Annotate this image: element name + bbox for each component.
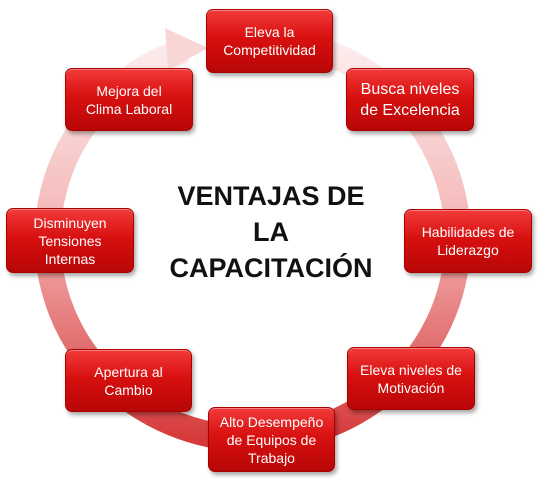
- box-line: Disminuyen: [33, 214, 107, 231]
- box-line: Habilidades de: [421, 224, 515, 240]
- box-line: Cambio: [104, 381, 153, 398]
- box-habilidades-liderazgo: Habilidades de Liderazgo: [404, 209, 532, 273]
- box-line: de Excelencia: [360, 101, 460, 119]
- box-apertura-cambio: Apertura al Cambio: [65, 349, 192, 412]
- box-line: Motivación: [377, 379, 445, 396]
- box-line: Apertura al: [94, 363, 163, 380]
- box-line: Eleva la: [244, 24, 295, 40]
- box-line: Mejora del: [96, 82, 162, 99]
- box-line: Alto Desempeño: [219, 413, 324, 430]
- box-eleva-competitividad: Eleva la Competitividad: [206, 9, 333, 73]
- box-line: Eleva niveles de: [360, 361, 462, 378]
- box-line: Busca niveles: [360, 80, 460, 98]
- box-line: Clima Laboral: [85, 100, 173, 117]
- box-busca-excelencia: Busca niveles de Excelencia: [346, 68, 474, 131]
- box-alto-desempeno: Alto Desempeño de Equipos de Trabajo: [208, 407, 335, 472]
- center-title-line-2: LA: [253, 217, 289, 247]
- box-line: Competitividad: [223, 42, 316, 58]
- box-eleva-motivacion: Eleva niveles de Motivación: [347, 347, 475, 410]
- box-line: de Equipos de: [226, 431, 317, 448]
- box-line: Trabajo: [248, 449, 295, 466]
- box-disminuyen-tensiones: Disminuyen Tensiones Internas: [6, 208, 134, 273]
- box-line: Tensiones: [38, 232, 102, 249]
- center-title-line-1: VENTAJAS DE: [177, 181, 365, 211]
- box-line: Internas: [44, 250, 96, 267]
- box-line: Liderazgo: [437, 242, 499, 258]
- center-title-line-3: CAPACITACIÓN: [169, 253, 373, 283]
- center-title: VENTAJAS DE LA CAPACITACIÓN: [156, 178, 386, 286]
- box-mejora-clima: Mejora del Clima Laboral: [65, 68, 193, 131]
- ring-arrowhead: [165, 28, 208, 70]
